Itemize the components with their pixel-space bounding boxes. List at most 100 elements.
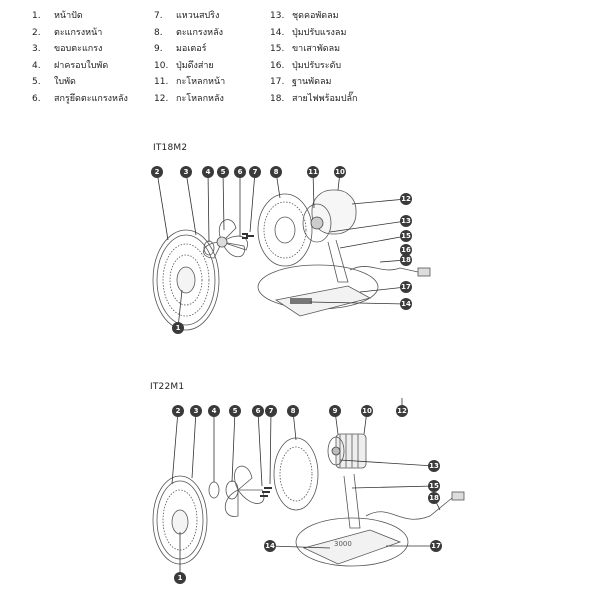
svg-text:15: 15 [429,482,439,490]
callout-13: 13 [400,215,412,227]
svg-text:2: 2 [176,407,181,415]
svg-text:15: 15 [401,232,411,240]
legend-item: 10.ปุ่มดึงส่าย [154,60,214,71]
callout-2: 2 [172,405,184,417]
callout-9: 9 [329,405,341,417]
rear-grille-drawing [273,437,319,511]
svg-text:1: 1 [178,574,183,582]
svg-text:3: 3 [194,407,199,415]
callout-18: 18 [428,492,440,504]
svg-text:5: 5 [233,407,238,415]
svg-text:8: 8 [291,407,296,415]
model-label-it18m2: IT18M2 [153,143,188,153]
svg-text:6: 6 [238,168,243,176]
callout-10: 10 [334,166,346,178]
callout-5: 5 [217,166,229,178]
exploded-diagram-it22m1: 3000 2 3 4 5 6 7 8 9 10 12 13 15 18 14 1… [152,398,465,584]
callout-15: 15 [400,230,412,242]
fan-blade-drawing [203,219,248,259]
callout-3: 3 [180,166,192,178]
callout-1: 1 [172,322,184,334]
callout-12: 12 [396,405,408,417]
callout-11: 11 [307,166,319,178]
svg-text:12: 12 [401,195,411,203]
callout-2: 2 [151,166,163,178]
legend-item: 8.ตะแกรงหลัง [154,27,223,38]
svg-text:14: 14 [401,300,411,308]
callout-16: 16 [400,244,412,256]
model-label-it22m1: IT22M1 [150,382,185,392]
legend-item: 5.ใบพัด [32,77,76,87]
callout-4: 4 [202,166,214,178]
legend-item: 3.ขอบตะแกรง [32,44,103,54]
callout-1: 1 [174,572,186,584]
svg-text:10: 10 [335,168,345,176]
callout-5: 5 [229,405,241,417]
callout-6: 6 [234,166,246,178]
motor-drawing [327,433,367,469]
svg-text:13: 13 [401,217,411,225]
svg-text:3: 3 [184,168,189,176]
legend-item: 13.ชุดคอพัดลม [270,11,339,21]
legend-item: 9.มอเตอร์ [154,44,207,54]
legend-column-1: 1.หน้าปัด 2.ตะแกรงหน้า 3.ขอบตะแกรง 4.ฝาค… [32,8,128,107]
callout-12: 12 [400,193,412,205]
fan-base-drawing [257,264,379,317]
legend-item: 6.สกรูยึดตะแกรงหลัง [32,93,128,104]
callout-4: 4 [208,405,220,417]
svg-text:1: 1 [176,324,181,332]
callout-17: 17 [430,540,442,552]
svg-text:2: 2 [155,168,160,176]
legend-item: 15.ขาเสาพัดลม [270,44,341,54]
callout-8: 8 [270,166,282,178]
svg-text:6: 6 [256,407,261,415]
callout-14: 14 [400,298,412,310]
svg-text:4: 4 [206,168,211,176]
exploded-diagram-it18m2: 2 3 4 5 6 7 8 11 10 12 13 15 16 18 17 14… [151,166,431,334]
callout-17: 17 [400,281,412,293]
svg-text:14: 14 [265,542,275,550]
legend-column-3: 13.ชุดคอพัดลม 14.ปุ่มปรับแรงลม 15.ขาเสาพ… [270,8,358,107]
svg-text:4: 4 [212,407,217,415]
svg-text:13: 13 [429,462,439,470]
legend-item: 14.ปุ่มปรับแรงลม [270,27,347,38]
callout-7: 7 [265,405,277,417]
svg-text:12: 12 [397,407,407,415]
callout-18: 18 [400,254,412,266]
callout-13: 13 [428,460,440,472]
svg-text:8: 8 [274,168,279,176]
fan-base-drawing: 3000 [295,517,409,567]
front-grille-drawing [152,229,220,331]
svg-text:9: 9 [333,407,338,415]
svg-text:17: 17 [401,283,411,291]
svg-text:16: 16 [401,246,411,254]
legend-item: 7.แหวนสปริง [154,11,220,21]
callout-3: 3 [190,405,202,417]
svg-text:10: 10 [362,407,372,415]
svg-text:5: 5 [221,168,226,176]
callout-leaders [171,398,441,578]
legend-item: 16.ปุ่มปรับระดับ [270,60,342,71]
legend-item: 17.ฐานพัดลม [270,77,332,87]
rear-grille-drawing [257,193,313,267]
svg-text:18: 18 [401,256,411,264]
svg-text:7: 7 [253,168,258,176]
base-label: 3000 [334,540,352,548]
legend-item: 18.สายไฟพร้อมปลั๊ก [270,93,358,104]
legend-column-2: 7.แหวนสปริง 8.ตะแกรงหลัง 9.มอเตอร์ 10.ปุ… [154,8,225,107]
callout-8: 8 [287,405,299,417]
legend-item: 11.กะโหลกหน้า [154,77,226,87]
svg-text:17: 17 [431,542,441,550]
legend-item: 1.หน้าปัด [32,11,83,21]
motor-housing-drawing [302,189,357,243]
callout-14: 14 [264,540,276,552]
callout-6: 6 [252,405,264,417]
legend-item: 12.กะโหลกหลัง [154,93,224,104]
legend-item: 2.ตะแกรงหน้า [32,27,103,38]
legend-item: 4.ฝาครอบใบพัด [32,60,109,71]
svg-text:11: 11 [308,168,318,176]
callout-7: 7 [249,166,261,178]
callout-15: 15 [428,480,440,492]
fan-blade-drawing [224,465,265,517]
svg-text:18: 18 [429,494,439,502]
